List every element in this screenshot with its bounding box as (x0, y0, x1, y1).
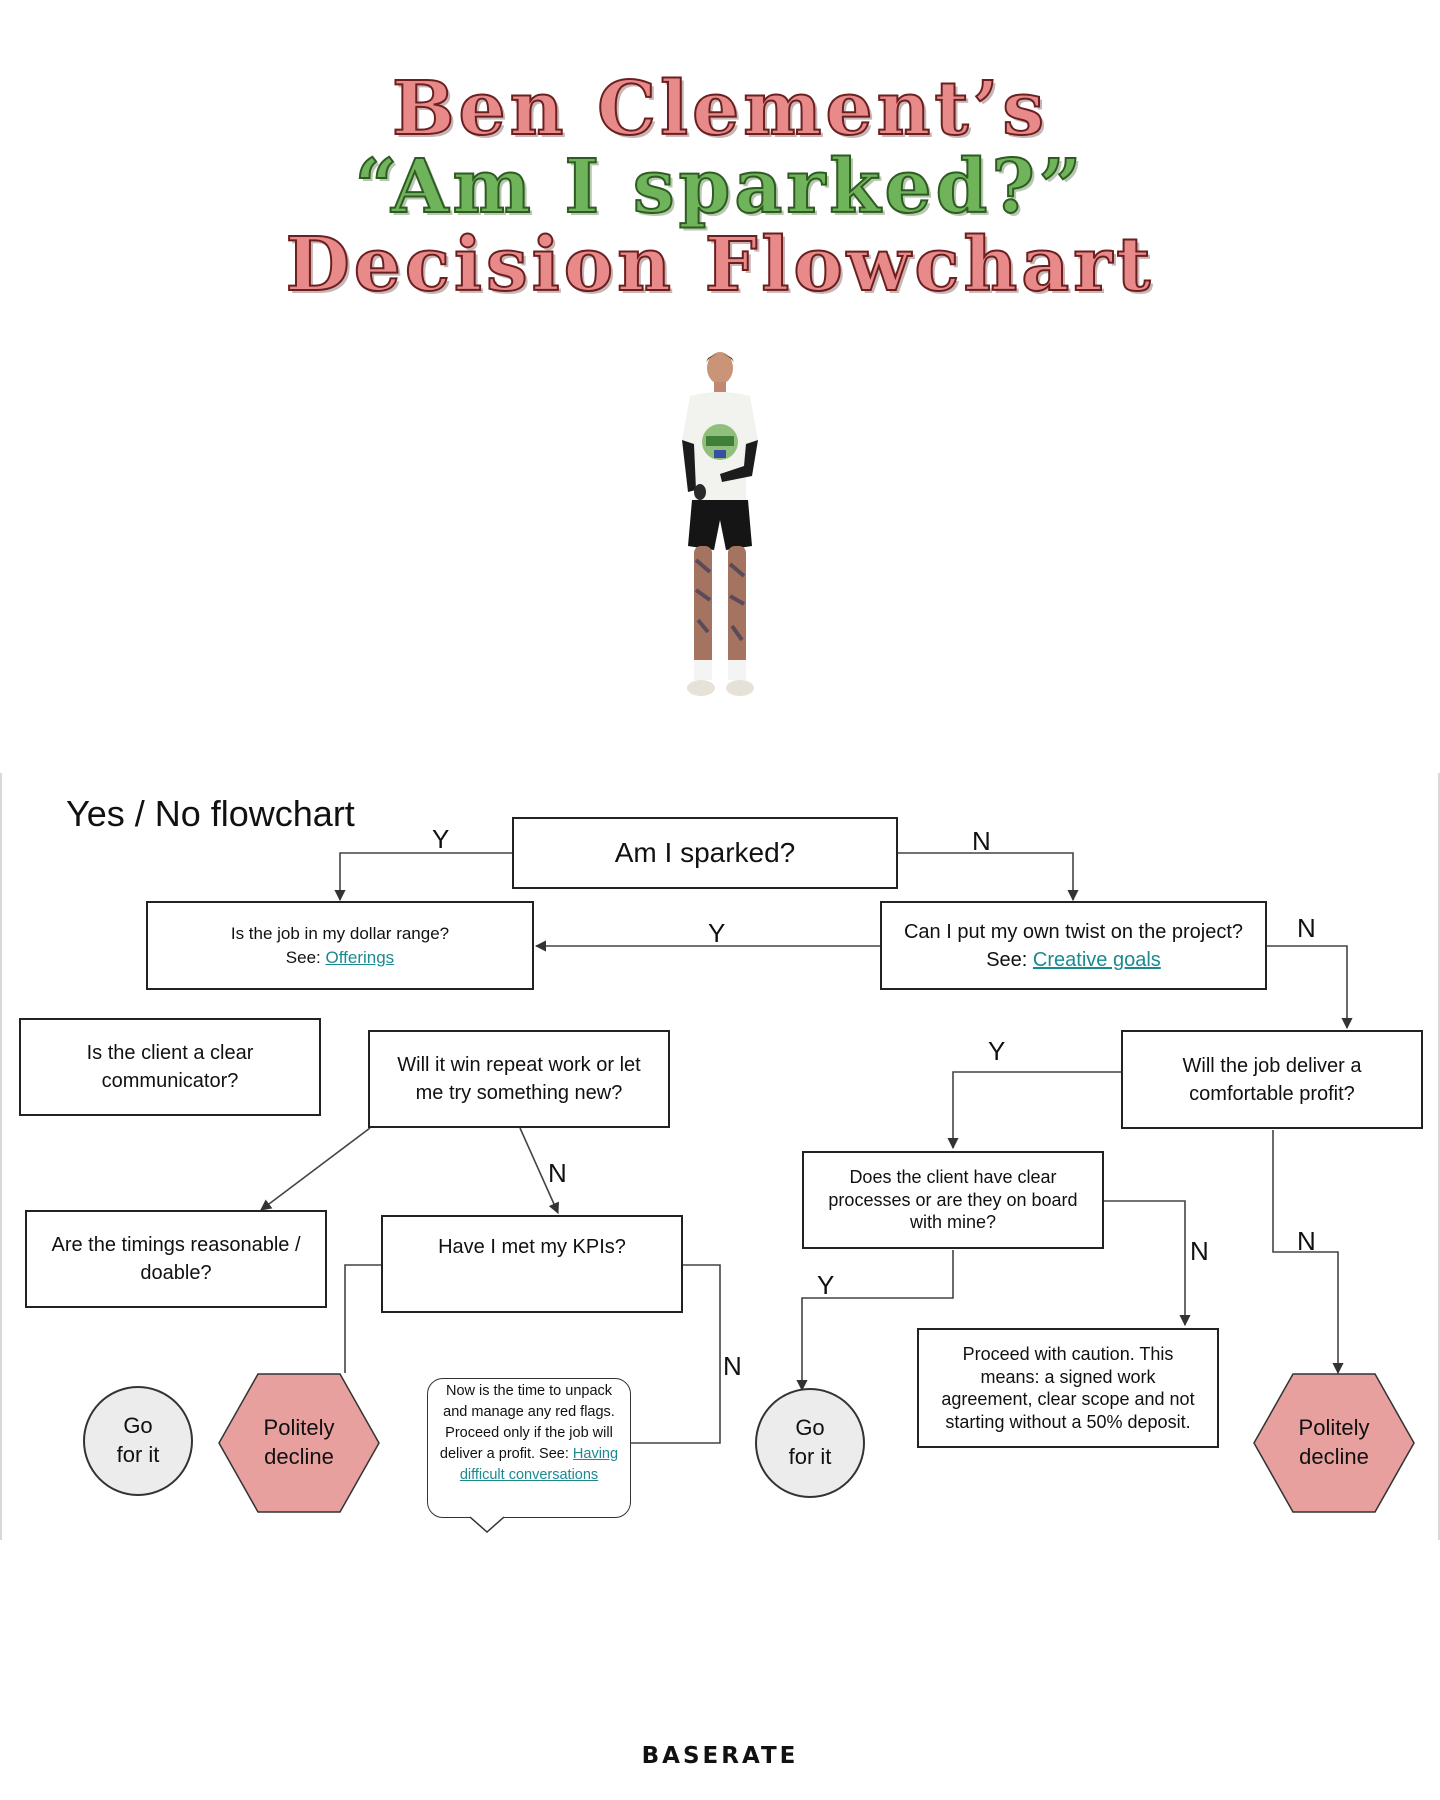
page-title: Ben Clement’s “Am I sparked?” Decision F… (0, 66, 1440, 308)
title-line-2: “Am I sparked?” (354, 144, 1086, 230)
node-kpis: Have I met my KPIs? (381, 1215, 683, 1313)
offerings-link[interactable]: Offerings (325, 947, 395, 967)
difficult-conversations-link[interactable]: Having difficult conversations (459, 1446, 619, 1483)
node-proceed-caution: Proceed with caution. This means: a sign… (917, 1328, 1219, 1448)
label-profit-yes: Y (988, 1036, 1006, 1066)
hexagon-shape (218, 1373, 380, 1513)
node-repeat-work: Will it win repeat work or let me try so… (368, 1030, 670, 1128)
label-sparked-no: N (972, 826, 991, 856)
label-kpis-no: N (723, 1351, 742, 1381)
label-processes-no: N (1190, 1236, 1209, 1266)
node-comfortable-profit: Will the job deliver a comfortable profi… (1121, 1030, 1423, 1129)
hexagon-shape (1253, 1373, 1415, 1513)
label-twist-yes: Y (708, 918, 726, 948)
flowchart-heading: Yes / No flowchart (66, 793, 355, 834)
title-line-1: Ben Clement’s (391, 66, 1049, 152)
red-flags-note: Now is the time to unpack and manage any… (427, 1378, 631, 1518)
node-am-i-sparked: Am I sparked? (512, 817, 898, 889)
brand-logo: BASERATE (641, 1743, 799, 1769)
title-line-3: Decision Flowchart (285, 222, 1155, 308)
node-politely-decline-left: Politely decline (218, 1373, 380, 1513)
node-clear-processes: Does the client have clear processes or … (802, 1151, 1104, 1249)
node-clear-communicator: Is the client a clear communicator? (19, 1018, 321, 1116)
node-dollar-range: Is the job in my dollar range? See: Offe… (146, 901, 534, 990)
label-sparked-yes: Y (432, 824, 450, 854)
creative-goals-link[interactable]: Creative goals (1032, 948, 1161, 971)
node-own-twist: Can I put my own twist on the project? S… (880, 901, 1267, 990)
node-go-for-it-left: Go for it (83, 1386, 193, 1496)
bubble-tail (470, 1516, 504, 1534)
person-photo (682, 352, 758, 696)
label-repeat-no: N (548, 1158, 567, 1188)
node-politely-decline-right: Politely decline (1253, 1373, 1415, 1513)
label-profit-no: N (1297, 1226, 1316, 1256)
node-go-for-it-right: Go for it (755, 1388, 865, 1498)
label-processes-yes: Y (817, 1270, 835, 1300)
label-twist-no: N (1297, 913, 1316, 943)
flowchart-panel (0, 773, 1440, 1540)
node-timings: Are the timings reasonable / doable? (25, 1210, 327, 1308)
